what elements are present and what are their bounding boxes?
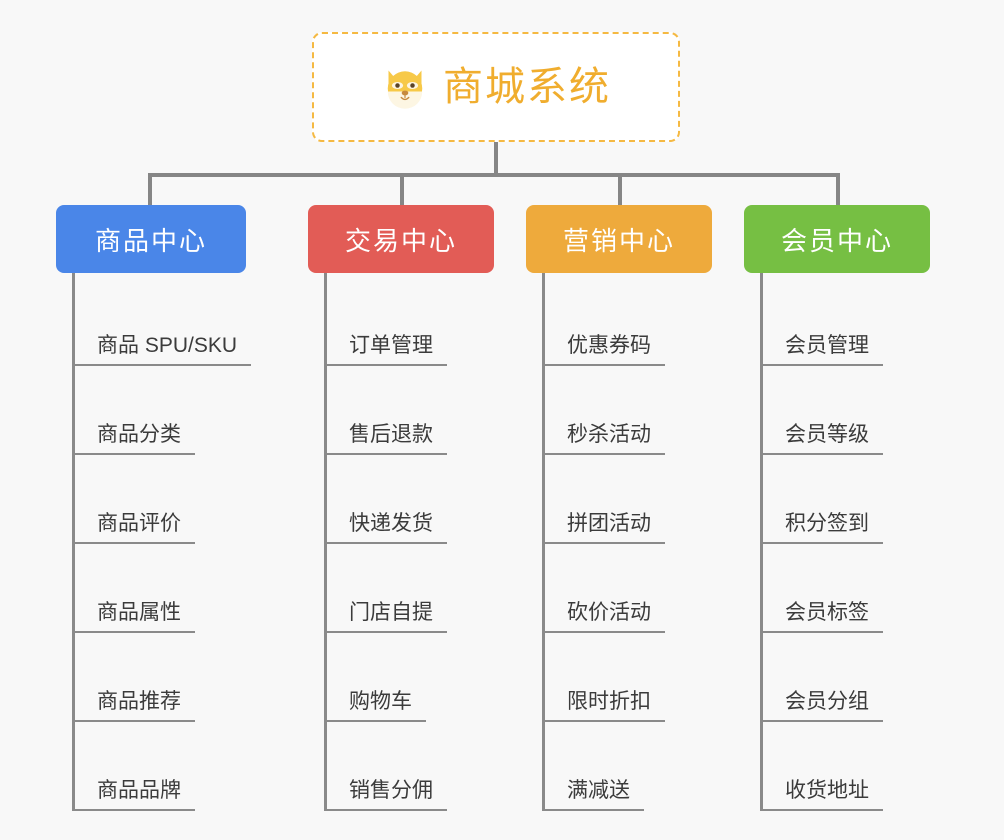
shiba-dog-icon	[387, 70, 423, 109]
list-item[interactable]: 拼团活动	[545, 455, 712, 544]
list-item[interactable]: 购物车	[327, 633, 494, 722]
leaf-label: 商品 SPU/SKU	[75, 333, 252, 366]
leaf-list-trade-center: 订单管理 售后退款 快递发货 门店自提 购物车 销售分佣	[324, 273, 494, 811]
list-item[interactable]: 商品品牌	[75, 722, 246, 811]
leaf-label: 满减送	[545, 778, 644, 811]
category-header-trade-center[interactable]: 交易中心	[308, 205, 494, 273]
leaf-label: 商品评价	[75, 511, 195, 544]
leaf-label: 快递发货	[327, 511, 447, 544]
leaf-label: 会员管理	[763, 333, 883, 366]
list-item[interactable]: 会员管理	[763, 277, 930, 366]
connector-horizontal-bus	[148, 173, 840, 177]
list-item[interactable]: 积分签到	[763, 455, 930, 544]
leaf-label: 售后退款	[327, 422, 447, 455]
leaf-label: 积分签到	[763, 511, 883, 544]
connector-drop-1	[148, 173, 152, 207]
list-item[interactable]: 会员等级	[763, 366, 930, 455]
list-item[interactable]: 收货地址	[763, 722, 930, 811]
branch-column-marketing-center: 营销中心 优惠券码 秒杀活动 拼团活动 砍价活动 限时折扣 满减送	[526, 205, 712, 811]
list-item[interactable]: 商品推荐	[75, 633, 246, 722]
list-item[interactable]: 快递发货	[327, 455, 494, 544]
list-item[interactable]: 售后退款	[327, 366, 494, 455]
list-item[interactable]: 会员分组	[763, 633, 930, 722]
list-item[interactable]: 商品评价	[75, 455, 246, 544]
category-header-marketing-center[interactable]: 营销中心	[526, 205, 712, 273]
leaf-label: 门店自提	[327, 600, 447, 633]
category-header-product-center[interactable]: 商品中心	[56, 205, 246, 273]
category-label: 营销中心	[562, 225, 675, 256]
branch-column-product-center: 商品中心 商品 SPU/SKU 商品分类 商品评价 商品属性 商品推荐 商品品牌	[56, 205, 252, 811]
leaf-label: 销售分佣	[327, 778, 447, 811]
leaf-label: 拼团活动	[545, 511, 665, 544]
list-item[interactable]: 门店自提	[327, 544, 494, 633]
list-item[interactable]: 秒杀活动	[545, 366, 712, 455]
category-label: 交易中心	[344, 225, 457, 256]
leaf-label: 砍价活动	[545, 600, 665, 633]
list-item[interactable]: 满减送	[545, 722, 712, 811]
leaf-list-marketing-center: 优惠券码 秒杀活动 拼团活动 砍价活动 限时折扣 满减送	[542, 273, 712, 811]
list-item[interactable]: 销售分佣	[327, 722, 494, 811]
leaf-label: 会员分组	[763, 689, 883, 722]
list-item[interactable]: 会员标签	[763, 544, 930, 633]
leaf-label: 秒杀活动	[545, 422, 665, 455]
list-item[interactable]: 订单管理	[327, 277, 494, 366]
list-item[interactable]: 商品属性	[75, 544, 246, 633]
list-item[interactable]: 优惠券码	[545, 277, 712, 366]
leaf-label: 商品分类	[75, 422, 195, 455]
leaf-label: 订单管理	[327, 333, 447, 366]
category-header-member-center[interactable]: 会员中心	[744, 205, 930, 273]
connector-drop-3	[618, 173, 622, 207]
list-item[interactable]: 商品 SPU/SKU	[75, 277, 252, 366]
root-node-mall-system[interactable]: 商城系统	[312, 32, 680, 142]
leaf-label: 限时折扣	[545, 689, 665, 722]
leaf-list-product-center: 商品 SPU/SKU 商品分类 商品评价 商品属性 商品推荐 商品品牌	[72, 273, 252, 811]
leaf-label: 会员标签	[763, 600, 883, 633]
list-item[interactable]: 砍价活动	[545, 544, 712, 633]
connector-root-vertical	[494, 142, 498, 175]
leaf-label: 商品推荐	[75, 689, 195, 722]
leaf-label: 收货地址	[763, 778, 883, 811]
connector-drop-2	[400, 173, 404, 207]
list-item[interactable]: 商品分类	[75, 366, 246, 455]
root-title: 商城系统	[443, 65, 611, 109]
leaf-label: 优惠券码	[545, 333, 665, 366]
list-item[interactable]: 限时折扣	[545, 633, 712, 722]
leaf-label: 商品属性	[75, 600, 195, 633]
branch-column-trade-center: 交易中心 订单管理 售后退款 快递发货 门店自提 购物车 销售分佣	[308, 205, 494, 811]
category-label: 商品中心	[94, 225, 207, 256]
connector-drop-4	[836, 173, 840, 207]
category-label: 会员中心	[780, 225, 893, 256]
branch-column-member-center: 会员中心 会员管理 会员等级 积分签到 会员标签 会员分组 收货地址	[744, 205, 930, 811]
leaf-list-member-center: 会员管理 会员等级 积分签到 会员标签 会员分组 收货地址	[760, 273, 930, 811]
leaf-label: 购物车	[327, 689, 426, 722]
leaf-label: 商品品牌	[75, 778, 195, 811]
leaf-label: 会员等级	[763, 422, 883, 455]
